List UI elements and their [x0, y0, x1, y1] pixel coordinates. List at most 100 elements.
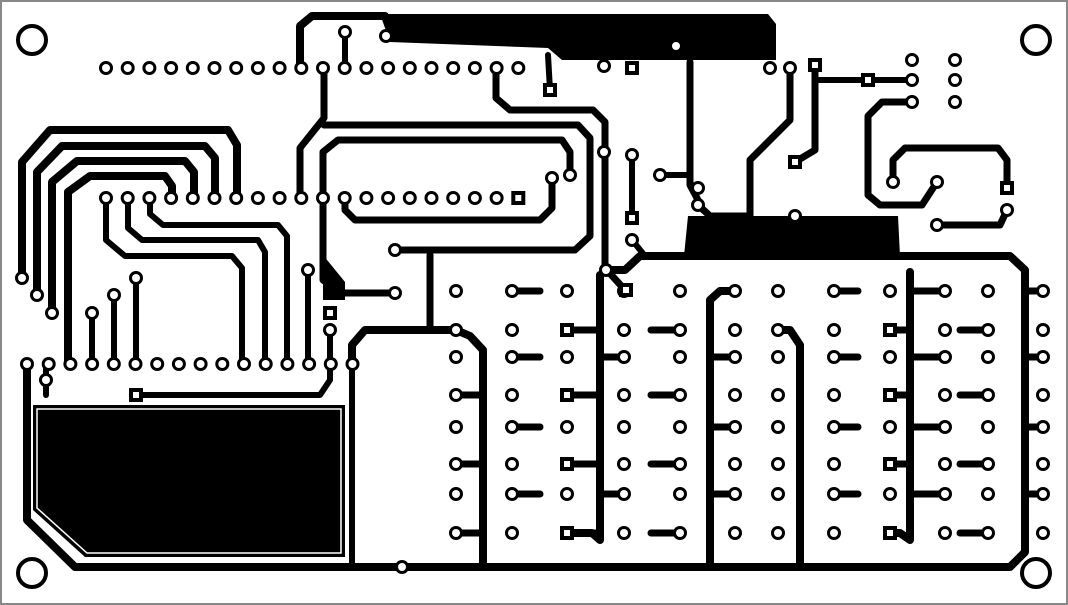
pad-drill	[196, 360, 205, 368]
pad-drill	[984, 529, 992, 537]
pad-drill	[830, 490, 838, 498]
pad-drill	[452, 287, 460, 295]
pad-drill	[600, 148, 608, 156]
pad-drill	[830, 529, 838, 537]
trace	[694, 64, 794, 220]
pad-drill	[232, 194, 241, 202]
pad-drill	[984, 353, 992, 361]
trace	[48, 157, 198, 317]
pad-drill	[452, 490, 460, 498]
pad-drill	[812, 62, 818, 68]
pad-drill	[1039, 353, 1047, 361]
pad-drill	[275, 64, 284, 72]
pad-drill	[297, 64, 306, 72]
pad-drill	[42, 376, 50, 384]
pad-drill	[941, 423, 949, 431]
power-pour-middle	[684, 216, 900, 256]
pad-drill	[133, 392, 139, 398]
pad-drill	[830, 326, 838, 334]
pad-drill	[676, 353, 684, 361]
pad-drill	[153, 360, 162, 368]
pad-drill	[908, 76, 916, 84]
pad-drill	[886, 490, 894, 498]
pad-drill	[628, 236, 636, 244]
pad-drill	[508, 423, 516, 431]
pad-drill	[319, 64, 327, 72]
pad-drill	[452, 391, 460, 399]
pad-drill	[326, 326, 334, 334]
pad-drill	[941, 353, 949, 361]
pad-drill	[941, 529, 949, 537]
pad-drill	[830, 287, 838, 295]
trace	[133, 327, 333, 398]
pad-drill	[676, 460, 684, 468]
pad-drill	[656, 171, 664, 179]
pad-drill	[941, 326, 949, 334]
trace	[147, 195, 290, 367]
pad-drill	[676, 423, 684, 431]
pad-drill	[449, 64, 458, 72]
pad-drill	[1004, 185, 1010, 191]
pad-drill	[167, 64, 176, 72]
pad-drill	[791, 212, 799, 220]
pad-drill	[941, 490, 949, 498]
pad-drill	[18, 274, 26, 282]
trace	[320, 121, 594, 254]
pad-drill	[210, 194, 219, 202]
trace	[686, 58, 702, 204]
pad-drill	[887, 461, 893, 467]
pad-drill	[452, 353, 460, 361]
pad-drill	[492, 64, 501, 72]
pad-drill	[865, 77, 871, 83]
pad-drill	[275, 194, 284, 202]
pad-drill	[563, 353, 571, 361]
pad-drill	[1039, 326, 1047, 334]
pad-drill	[984, 490, 992, 498]
pad-drill	[563, 423, 571, 431]
pad-drill	[327, 310, 333, 316]
pad-drill	[676, 529, 684, 537]
pad-drill	[1039, 490, 1047, 498]
pad-drill	[620, 490, 628, 498]
pad-drill	[102, 64, 110, 72]
pad-drill	[470, 194, 479, 202]
pad-drill	[240, 360, 248, 368]
pad-drill	[391, 246, 399, 254]
pad-drill	[508, 391, 516, 399]
pad-drill	[210, 64, 219, 72]
pad-drill	[620, 460, 628, 468]
pad-drill	[731, 529, 739, 537]
pad-drill	[514, 64, 523, 72]
pad-drill	[830, 423, 838, 431]
pad-drill	[391, 289, 399, 297]
pad-drill	[774, 490, 782, 498]
pad-drill	[188, 64, 197, 72]
pad-drill	[908, 98, 916, 106]
pad-drill	[1039, 423, 1047, 431]
pad-drill	[563, 490, 571, 498]
mounting-hole-icon	[1020, 24, 1052, 56]
pad-drill	[319, 194, 327, 202]
pad-drill	[731, 423, 739, 431]
pad-drill	[261, 360, 270, 368]
pad-drill	[694, 184, 702, 192]
pad-drill	[676, 326, 684, 334]
trace	[319, 194, 399, 297]
pad-drill	[933, 221, 941, 229]
pad-drill	[508, 490, 516, 498]
pad-drill	[731, 490, 739, 498]
pad-drill	[427, 64, 436, 72]
pad-drill	[102, 194, 110, 202]
pad-drill	[731, 460, 739, 468]
ground-pour-outline	[36, 408, 342, 554]
pad-drill	[774, 326, 782, 334]
pad-drill	[110, 291, 118, 299]
pad-drill	[297, 194, 306, 202]
pad-drill	[405, 64, 414, 72]
pad-drill	[830, 391, 838, 399]
pad-drill	[283, 360, 292, 368]
pad-drill	[731, 391, 739, 399]
trace	[296, 64, 328, 202]
pad-drill	[766, 64, 774, 72]
